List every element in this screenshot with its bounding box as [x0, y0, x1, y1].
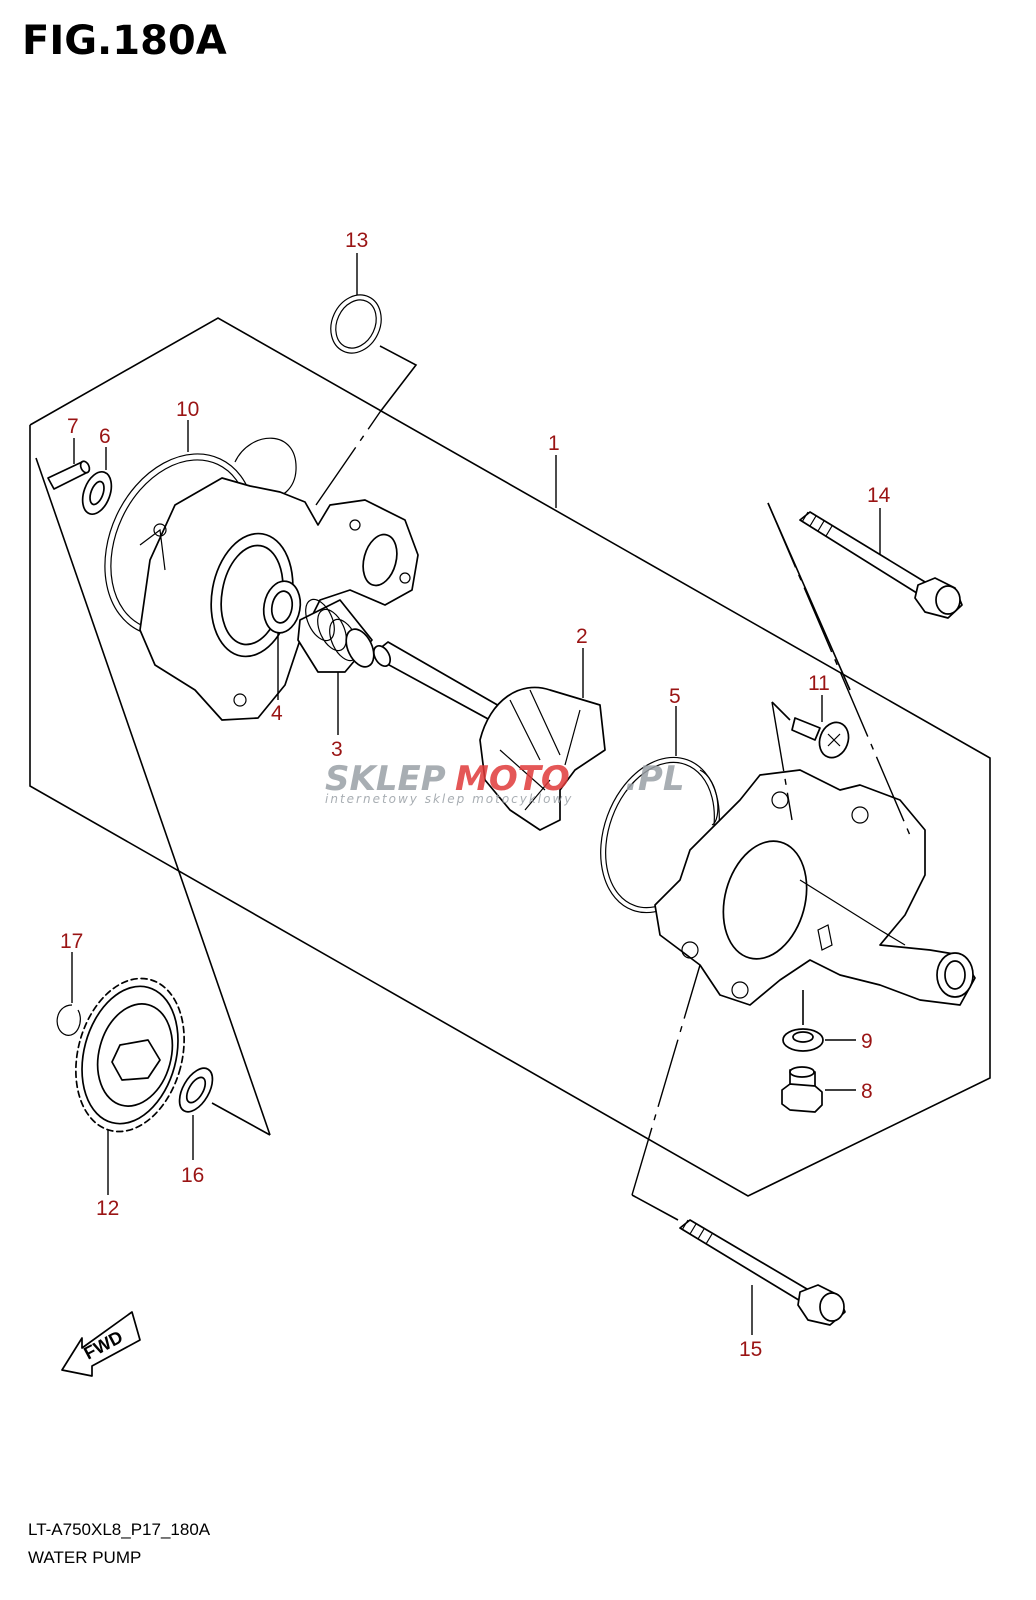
circlip-17 — [56, 1004, 81, 1036]
callout-11: 11 — [808, 672, 830, 695]
guide-line — [771, 701, 791, 721]
guide-line — [631, 964, 701, 1196]
watermark-tagline: internetowy sklep motocyklowy — [325, 792, 573, 806]
callout-4: 4 — [271, 702, 283, 725]
drain-plug-8 — [781, 1066, 823, 1113]
bolt-14 — [799, 511, 963, 619]
pump-housing-plate — [139, 477, 419, 721]
guide-line — [631, 1194, 679, 1221]
callout-5: 5 — [669, 685, 681, 708]
watermark-text-b: MOTO — [455, 759, 570, 799]
impeller-2 — [479, 686, 606, 831]
gear-12 — [75, 977, 185, 1133]
guide-line — [35, 457, 271, 1136]
assembly-outline — [29, 317, 991, 1197]
watermark-text-a: SKLEP — [325, 759, 446, 799]
guide-line — [315, 411, 381, 506]
watermark-text-c: .PL — [625, 759, 685, 799]
callout-8: 8 — [861, 1080, 873, 1103]
guide-line — [211, 1102, 271, 1136]
guide-line — [771, 701, 793, 821]
callout-6: 6 — [99, 425, 111, 448]
callout-9: 9 — [861, 1030, 873, 1053]
leader-lines — [71, 253, 881, 1335]
callout-15: 15 — [739, 1338, 762, 1361]
figure-code: LT-A750XL8_P17_180A — [28, 1520, 211, 1539]
figure-title: FIG.180A — [22, 18, 227, 64]
callout-labels: 13 1 2 3 4 5 6 7 8 9 10 11 12 14 15 16 1… — [60, 229, 891, 1361]
pump-cover — [654, 769, 976, 1006]
callout-12: 12 — [96, 1197, 119, 1220]
callout-2: 2 — [576, 625, 588, 648]
callout-16: 16 — [181, 1164, 204, 1187]
washer-6 — [81, 471, 113, 515]
callout-1: 1 — [548, 432, 560, 455]
mechanical-seal-3 — [297, 598, 375, 673]
guide-line — [379, 345, 418, 413]
callout-13: 13 — [345, 229, 368, 252]
washer-9 — [782, 1028, 824, 1052]
callout-17: 17 — [60, 930, 83, 953]
figure-name: WATER PUMP — [28, 1548, 142, 1567]
screw-11 — [791, 717, 850, 759]
o-ring-13 — [330, 294, 382, 354]
bolt-15 — [679, 1219, 846, 1326]
pin-7 — [47, 460, 91, 490]
callout-14: 14 — [867, 484, 891, 507]
callout-7: 7 — [67, 415, 79, 438]
guide-line — [767, 502, 913, 841]
callout-10: 10 — [176, 398, 199, 421]
watermark: SKLEP MOTO .PL internetowy sklep motocyk… — [325, 759, 685, 806]
callout-3: 3 — [331, 738, 343, 761]
washer-16 — [178, 1067, 214, 1113]
fwd-direction-arrow: FWD — [61, 1311, 141, 1377]
